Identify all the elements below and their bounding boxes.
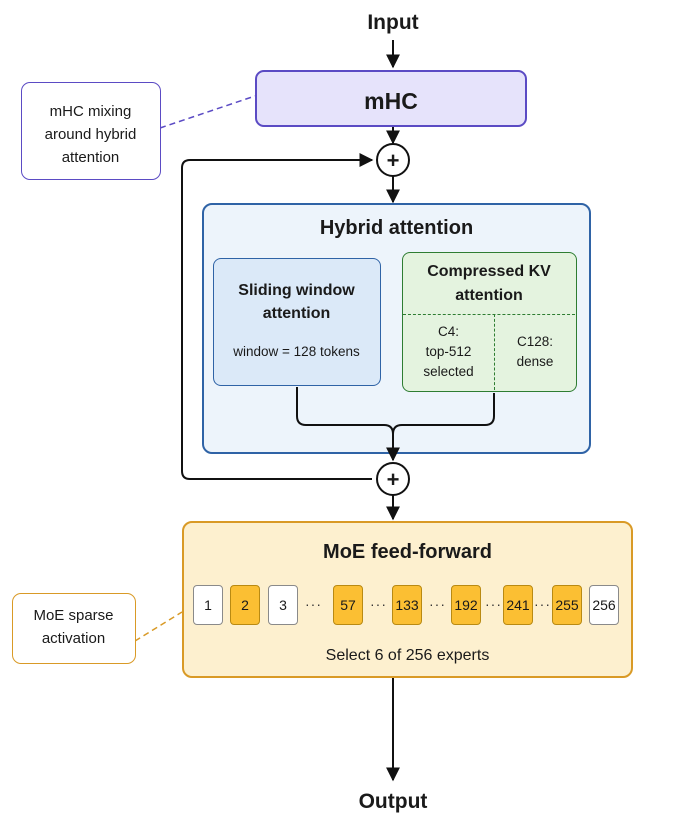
plus-symbol-2: + (386, 467, 400, 492)
sliding-window-detail: window = 128 tokens (233, 344, 360, 359)
c128-line-1: C128: (516, 334, 554, 349)
c4-line-2: top-512 (425, 344, 472, 359)
expert-box: 256 (589, 585, 619, 625)
output-label: Output (358, 790, 428, 813)
mhc-box: mHC (255, 70, 527, 127)
residual-add-node-1: + (376, 143, 410, 177)
expert-box-selected: 2 (230, 585, 260, 625)
expert-box: 1 (193, 585, 223, 625)
expert-box: 3 (268, 585, 298, 625)
expert-box-selected: 255 (552, 585, 582, 625)
c4-line-3: selected (423, 364, 474, 379)
compressed-output-line (392, 393, 495, 435)
residual-connection (181, 153, 374, 480)
c4-line-1: C4: (437, 324, 459, 339)
expert-box-selected: 57 (333, 585, 363, 625)
expert-box-selected: 133 (392, 585, 422, 625)
residual-add-node-2: + (376, 462, 410, 496)
mhc-note-line-3: attention (61, 149, 120, 166)
mhc-note-line-2: around hybrid (44, 126, 137, 143)
compressed-kv-box: Compressed KV attention C4: top-512 sele… (402, 252, 577, 392)
moe-title: MoE feed-forward (323, 541, 492, 563)
c128-line-2: dense (516, 354, 554, 369)
compressed-kv-title-line-2: attention (455, 287, 523, 304)
compressed-kv-divider-v (494, 314, 495, 390)
moe-note: MoE sparse activation (12, 593, 136, 664)
sliding-window-title-line-2: attention (262, 305, 331, 322)
moe-note-line-1: MoE sparse (33, 607, 114, 624)
plus-symbol: + (386, 148, 400, 173)
sliding-window-title-line-1: Sliding window (238, 282, 355, 299)
compressed-kv-divider-h (403, 314, 575, 315)
mhc-note-connector (159, 95, 256, 129)
expert-box-selected: 241 (503, 585, 533, 625)
expert-ellipsis: ··· (534, 596, 551, 612)
sliding-window-box: Sliding window attention window = 128 to… (213, 258, 381, 386)
expert-box-selected: 192 (451, 585, 481, 625)
mhc-note: mHC mixing around hybrid attention (21, 82, 161, 180)
hybrid-attention-title: Hybrid attention (319, 217, 474, 239)
sliding-output-line (296, 387, 400, 462)
moe-note-line-2: activation (41, 630, 106, 647)
moe-summary: Select 6 of 256 experts (325, 647, 490, 664)
expert-ellipsis: ··· (370, 596, 387, 612)
expert-ellipsis: ··· (485, 596, 502, 612)
expert-ellipsis: ··· (305, 596, 322, 612)
expert-ellipsis: ··· (429, 596, 446, 612)
mhc-title: mHC (364, 88, 418, 114)
mhc-note-line-1: mHC mixing (49, 103, 132, 120)
compressed-kv-title-line-1: Compressed KV (427, 263, 551, 280)
input-label: Input (367, 11, 419, 34)
